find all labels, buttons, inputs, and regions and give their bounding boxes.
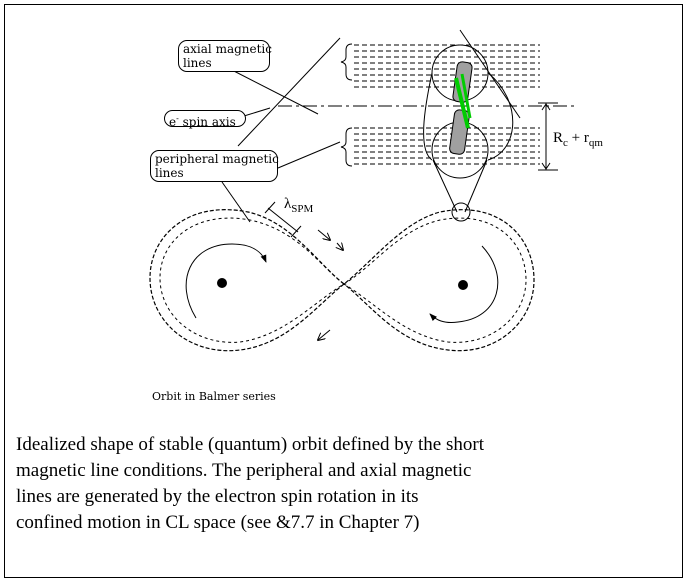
spin-axis-rest: spin axis (178, 115, 236, 129)
spin-axis-sup: - (176, 114, 179, 123)
rotation-arrows (185, 243, 499, 323)
peripheral-magnetic-lines (354, 127, 540, 165)
direction-arrow-3 (318, 329, 331, 340)
direction-arrow-1 (317, 229, 330, 240)
orbit-caption-label: Orbit in Balmer series (152, 390, 276, 403)
peripheral-pointer-3 (221, 181, 251, 223)
axial-pointer (227, 67, 319, 115)
spin-axis-prefix: e (169, 115, 177, 129)
dimension-marker (538, 102, 558, 171)
rc-sub: c (563, 137, 568, 149)
lambda-sub: SPM (291, 203, 314, 215)
peripheral-brace (340, 127, 353, 167)
rqm-main: r (583, 130, 589, 146)
axial-magnetic-lines (354, 44, 540, 88)
axial-line1: axial magnetic (183, 42, 272, 56)
caption-line-4: confined motion in CL space (see &7.7 in… (16, 512, 420, 533)
spin-axis-pointer (243, 107, 271, 117)
rqm-sub: qm (588, 137, 603, 149)
direction-arrow-2 (337, 243, 343, 250)
peripheral-lines-callout: peripheral magnetic lines (150, 150, 279, 182)
orbit-path (149, 209, 535, 352)
spin-axis-callout: e- spin axis (164, 110, 246, 129)
peripheral-line1: peripheral magnetic (155, 152, 279, 166)
rc-main: R (553, 130, 564, 146)
wavelength-label: λSPM (284, 196, 313, 215)
peripheral-line2: lines (155, 166, 184, 180)
right-nucleus (458, 280, 468, 290)
caption-line-3: lines are generated by the electron spin… (16, 486, 419, 507)
zoom-magnifier (423, 29, 521, 222)
radius-formula: Rc + rqm (553, 130, 603, 149)
caption-line-2: magnetic line conditions. The peripheral… (16, 460, 472, 481)
axial-lines-callout: axial magnetic lines (178, 40, 272, 72)
figure-caption: Idealized shape of stable (quantum) orbi… (16, 432, 666, 536)
left-nucleus (217, 278, 227, 288)
peripheral-pointer-1 (237, 37, 341, 147)
axial-line2: lines (183, 56, 212, 70)
wavelength-marker (264, 201, 302, 238)
spin-particle (449, 61, 473, 155)
figure-frame (4, 4, 683, 578)
caption-line-1: Idealized shape of stable (quantum) orbi… (16, 434, 484, 455)
plus-sign: + (571, 130, 581, 146)
lambda-symbol: λ (284, 196, 292, 212)
peripheral-pointer-2 (277, 141, 341, 169)
axial-brace (340, 43, 353, 81)
